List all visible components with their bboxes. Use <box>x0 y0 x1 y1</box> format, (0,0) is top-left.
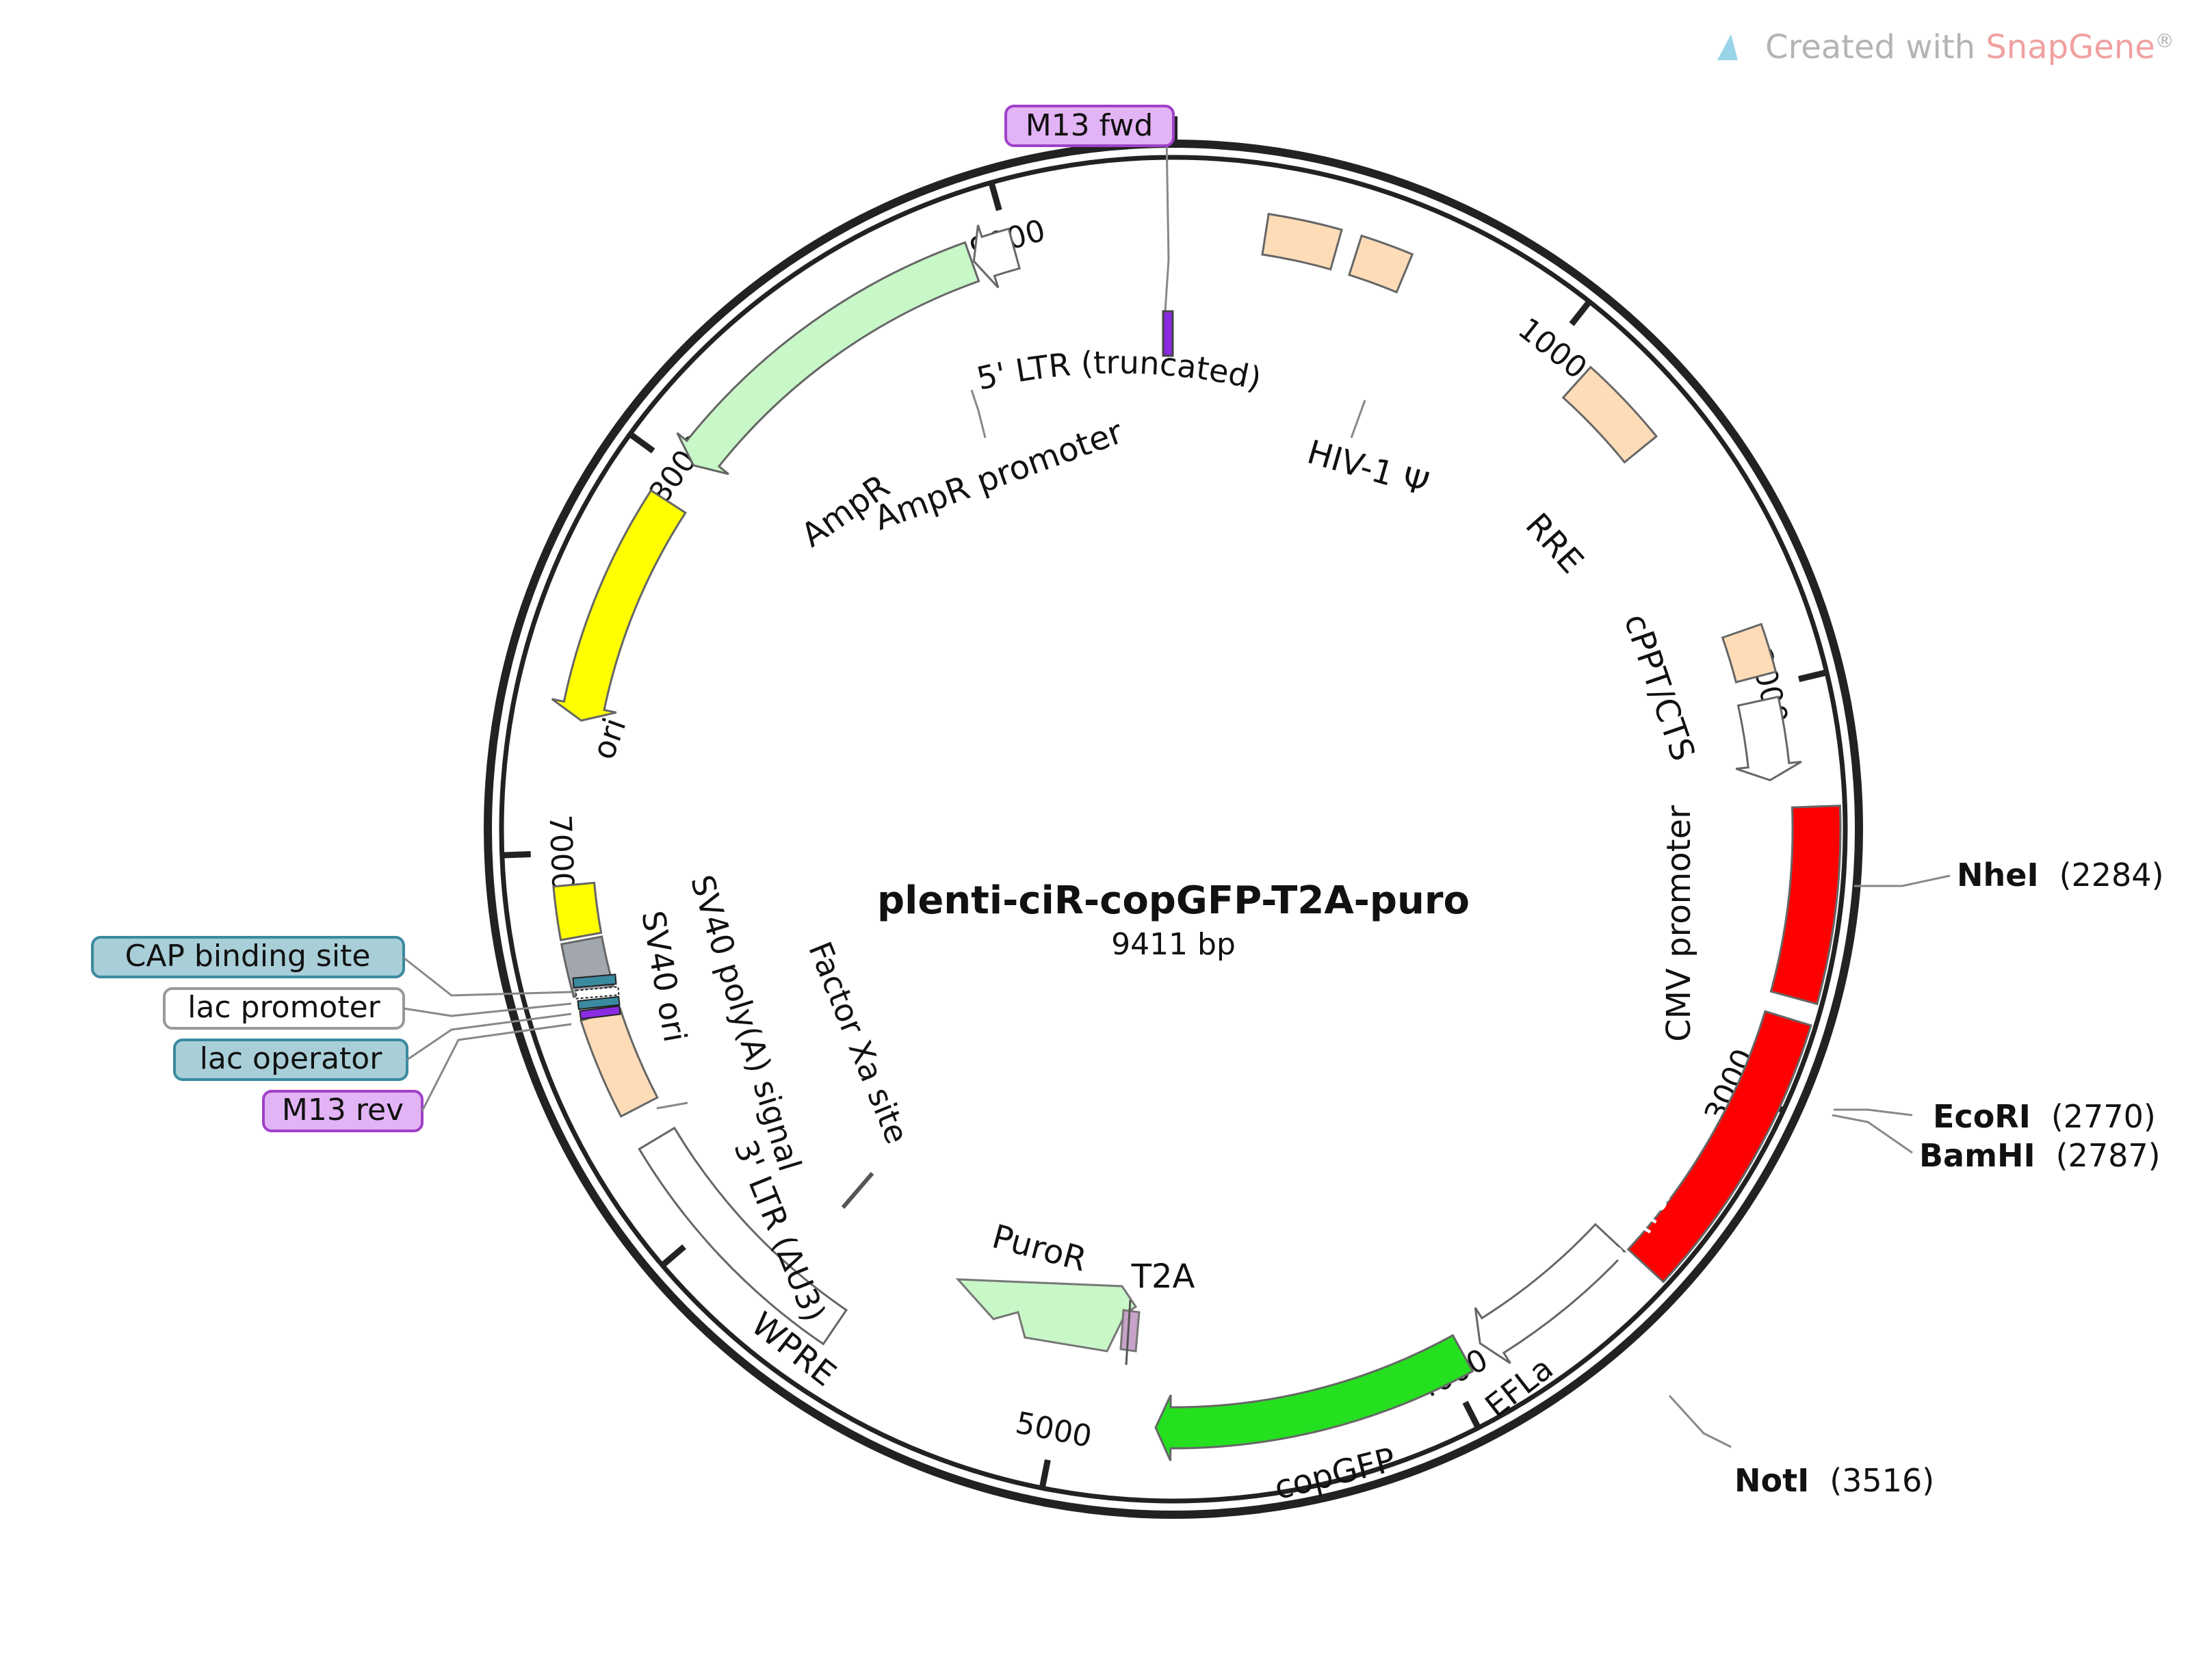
t2a-marker <box>1119 1309 1141 1353</box>
purор-arrow <box>955 1278 1138 1353</box>
svg-text:EcoRI(2770): EcoRI (2770) <box>1933 1098 2156 1135</box>
leader-noti <box>1668 1394 1732 1448</box>
feature-label-cmv: CMV promoter <box>1660 805 1698 1042</box>
tick-label-7000: 7000 <box>543 814 580 892</box>
m13rev-mark <box>579 1005 621 1020</box>
leader-nhei <box>1854 874 1951 887</box>
feature-cmv-promoter[interactable] <box>1735 695 1802 782</box>
feature-3-frame[interactable] <box>1626 1010 1812 1283</box>
feature-label-hiv: HIV-1 Ψ <box>1303 433 1433 504</box>
tick-4000 <box>1462 1400 1481 1430</box>
feature-label-ampr-promoter: AmpR promoter <box>870 413 1128 538</box>
pos-noti: (3516) <box>1830 1462 1934 1499</box>
snapgene-logo-icon <box>1717 34 1738 60</box>
svg-text:NotI(3516): NotI (3516) <box>1734 1462 1934 1499</box>
plasmid-size: 9411 bp <box>1111 927 1236 962</box>
leader-sv40 <box>656 1101 688 1110</box>
leader-lac-operator <box>406 1013 572 1061</box>
features <box>551 212 1842 1461</box>
feature-hiv-1[interactable] <box>1348 234 1414 294</box>
tag-label-lac-operator: lac operator <box>200 1041 383 1076</box>
enzyme-nhei: NheI <box>1957 857 2039 893</box>
inner-label-t2a: T2A <box>1131 1257 1195 1296</box>
pos-nhei: (2284) <box>2059 857 2164 893</box>
tick-label-1000: 1000 <box>1511 311 1593 386</box>
feature-label-cppt: cPPT/CTS <box>1616 609 1702 766</box>
feature-3-ltr-u3[interactable] <box>580 1006 659 1118</box>
pos-bamhi: (2787) <box>2056 1137 2161 1174</box>
svg-text:NheI(2284): NheI (2284) <box>1957 857 2164 893</box>
site-ecori[interactable]: EcoRI (2770) <box>1933 1098 2156 1135</box>
primer-tag-m13rev[interactable]: M13 rev <box>262 1090 424 1132</box>
factor-xa-mark <box>841 1172 874 1209</box>
feature-rre[interactable] <box>1561 365 1658 464</box>
tick-label-5000: 5000 <box>1013 1405 1095 1454</box>
tick-6000 <box>660 1244 686 1268</box>
watermark-prefix: Created with <box>1765 28 1986 66</box>
feature-label-ltr: 5' LTR (truncated) <box>973 344 1264 398</box>
watermark-brand: SnapGene <box>1986 28 2155 66</box>
feature-label-ori: ori <box>584 713 633 764</box>
site-noti[interactable]: NotI (3516) <box>1734 1462 1934 1499</box>
tag-lac-operator[interactable]: lac operator <box>173 1039 408 1081</box>
feature-cppt-cts[interactable] <box>1721 623 1778 683</box>
m13fwd-primer-mark <box>1162 310 1174 357</box>
enzyme-ecori: EcoRI <box>1933 1098 2031 1135</box>
tick-8000 <box>628 431 655 454</box>
svg-text:Created with SnapGene®: Created with SnapGene® <box>1765 28 2174 66</box>
feature-copgfp[interactable] <box>1154 1333 1474 1461</box>
tag-label-lac-promoter: lac promoter <box>187 990 380 1025</box>
primer-label-m13rev: M13 rev <box>282 1093 404 1127</box>
feature-ampr[interactable] <box>676 241 980 475</box>
tag-label-cap: CAP binding site <box>125 939 371 974</box>
backbone-inner <box>499 155 1848 1504</box>
leader-hiv <box>1350 400 1366 439</box>
feature-5-ltr-truncated[interactable] <box>1261 212 1343 271</box>
leader-bamhi <box>1832 1114 1913 1154</box>
leader-ampr-promoter <box>970 389 987 439</box>
feature-sv40-poly-a-signal[interactable] <box>552 881 603 941</box>
leader-lac-promoter <box>403 1002 572 1017</box>
leader-m13rev <box>421 1023 572 1112</box>
feature-efla[interactable] <box>1474 1223 1627 1364</box>
enzyme-noti: NotI <box>1734 1462 1809 1499</box>
m13fwd-leader <box>1163 136 1170 322</box>
pos-ecori: (2770) <box>2051 1098 2156 1135</box>
tag-lac-promoter[interactable]: lac promoter <box>163 987 405 1030</box>
feature-wpre[interactable] <box>638 1126 848 1346</box>
tag-cap-binding-site[interactable]: CAP binding site <box>91 936 405 978</box>
tick-5000 <box>1039 1459 1051 1489</box>
tick-1000 <box>1569 300 1592 326</box>
leader-ecori <box>1834 1108 1913 1117</box>
lac-operator-mark <box>577 995 621 1010</box>
lac-promoter-mark <box>575 986 620 1000</box>
site-bamhi[interactable]: BamHI (2787) <box>1919 1137 2161 1174</box>
feature-ampr-promoter[interactable] <box>972 224 1021 289</box>
cap-site-mark <box>572 974 617 989</box>
feature-label-efla: EFLa <box>1478 1349 1559 1424</box>
tick-9000 <box>988 181 1002 211</box>
inner-label-factor-xa: Factor Xa site <box>801 937 915 1149</box>
inner-label-puror: PuroR <box>988 1217 1091 1279</box>
t2a-tick <box>1125 1299 1132 1366</box>
leader-cap <box>403 956 572 997</box>
feature-ori[interactable] <box>551 488 687 722</box>
watermark-registered: ® <box>2155 29 2174 52</box>
feature-label-sv40polya: SV40 poly(A) signal <box>684 871 809 1175</box>
tick-7000 <box>502 851 531 859</box>
enzyme-bamhi: BamHI <box>1919 1137 2035 1174</box>
feature-label-sv40ori: SV40 ori <box>634 908 694 1045</box>
feature-5-frame[interactable] <box>1769 805 1842 1006</box>
primer-label-m13fwd: M13 fwd <box>1026 108 1154 143</box>
feature-label-rre: RRE <box>1518 506 1591 582</box>
site-nhei[interactable]: NheI (2284) <box>1957 857 2164 893</box>
plasmid-name: plenti-ciR-copGFP-T2A-puro <box>877 878 1470 923</box>
primer-tag-m13fwd[interactable]: M13 fwd <box>1004 105 1175 147</box>
tick-2000 <box>1798 669 1827 683</box>
svg-text:BamHI(2787): BamHI (2787) <box>1919 1137 2161 1174</box>
snapgene-watermark: Created with SnapGene® <box>1717 28 2174 66</box>
